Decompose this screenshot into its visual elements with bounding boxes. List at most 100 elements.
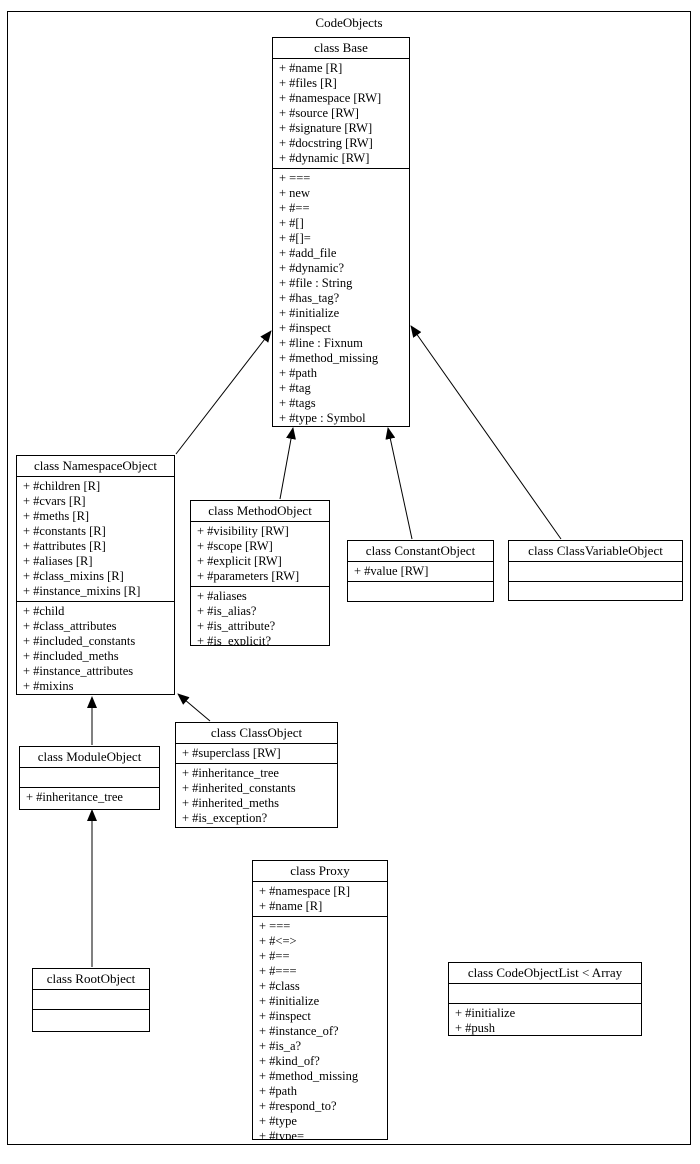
methods-section-classvariableobject — [509, 582, 682, 600]
member-row: + #instance_mixins [R] — [23, 584, 141, 598]
member-row: + #tags — [279, 396, 316, 410]
member-row: + #is_a? — [259, 1039, 302, 1053]
member-row: + #path — [259, 1084, 297, 1098]
member-row: + #file : String — [279, 276, 353, 290]
class-title-classobject: class ClassObject — [176, 723, 337, 744]
member-row: + #meths [R] — [23, 509, 90, 523]
member-row: + #=== — [259, 964, 297, 978]
member-row: + #child — [23, 604, 65, 618]
methods-section-codeobjectlist: + #initialize+ #push — [449, 1004, 641, 1035]
member-row: + #push — [455, 1021, 496, 1035]
class-box-proxy: class Proxy + #namespace [R]+ #name [R] … — [252, 860, 388, 1140]
member-row: + #value [RW] — [354, 564, 429, 578]
member-row: + #is_alias? — [197, 604, 257, 618]
member-row: + #children [R] — [23, 479, 101, 493]
member-row: + #instance_of? — [259, 1024, 339, 1038]
member-row: + #inspect — [259, 1009, 311, 1023]
member-row: + #parameters [RW] — [197, 569, 300, 583]
methods-section-namespaceobject: + #child+ #class_attributes+ #included_c… — [17, 602, 174, 694]
member-row: + #<=> — [259, 934, 297, 948]
class-title-classvariableobject: class ClassVariableObject — [509, 541, 682, 562]
member-row: + #included_meths — [23, 649, 119, 663]
class-box-classvariableobject: class ClassVariableObject — [508, 540, 683, 601]
member-row: + #class_attributes — [23, 619, 117, 633]
member-row: + #has_tag? — [279, 291, 340, 305]
member-row: + #mixins — [23, 679, 74, 693]
attributes-section-codeobjectlist — [449, 984, 641, 1004]
member-row: + #instance_attributes — [23, 664, 134, 678]
class-box-moduleobject: class ModuleObject + #inheritance_tree — [19, 746, 160, 810]
member-row: + #dynamic [RW] — [279, 151, 370, 165]
member-row: + #== — [259, 949, 290, 963]
member-row: + #type : Symbol — [279, 411, 366, 425]
member-row: + #inherited_constants — [182, 781, 296, 795]
class-title-methodobject: class MethodObject — [191, 501, 329, 522]
methods-section-classobject: + #inheritance_tree+ #inherited_constant… — [176, 764, 337, 827]
cluster-frame: CodeObjects — [7, 11, 691, 1145]
member-row: + #== — [279, 201, 310, 215]
class-box-codeobjectlist: class CodeObjectList < Array + #initiali… — [448, 962, 642, 1036]
attributes-section-methodobject: + #visibility [RW]+ #scope [RW]+ #explic… — [191, 522, 329, 587]
class-title-codeobjectlist: class CodeObjectList < Array — [449, 963, 641, 984]
member-row: + #is_attribute? — [197, 619, 276, 633]
member-row: + #type= — [259, 1129, 304, 1140]
member-row: + #line : Fixnum — [279, 336, 363, 350]
member-row: + #files [R] — [279, 76, 337, 90]
class-title-rootobject: class RootObject — [33, 969, 149, 990]
member-row: + #[]= — [279, 231, 311, 245]
member-row: + #[] — [279, 216, 304, 230]
member-row: + #constants [R] — [23, 524, 106, 538]
member-row: + #class — [259, 979, 300, 993]
member-row: + #add_file — [279, 246, 337, 260]
attributes-section-proxy: + #namespace [R]+ #name [R] — [253, 882, 387, 917]
member-row: + #name [R] — [279, 61, 343, 75]
member-row: + #initialize — [455, 1006, 516, 1020]
attributes-section-classvariableobject — [509, 562, 682, 582]
class-box-base: class Base + #name [R]+ #files [R]+ #nam… — [272, 37, 410, 427]
member-row: + #name [R] — [259, 899, 323, 913]
class-box-rootobject: class RootObject — [32, 968, 150, 1032]
methods-section-base: + ===+ new+ #==+ #[]+ #[]=+ #add_file + #… — [273, 169, 409, 426]
class-box-classobject: class ClassObject + #superclass [RW] + #… — [175, 722, 338, 828]
member-row: + #path — [279, 366, 317, 380]
class-title-proxy: class Proxy — [253, 861, 387, 882]
methods-section-rootobject — [33, 1010, 149, 1029]
class-title-base: class Base — [273, 38, 409, 59]
attributes-section-moduleobject — [20, 768, 159, 788]
member-row: + #explicit [RW] — [197, 554, 282, 568]
member-row: + #initialize — [259, 994, 320, 1008]
member-row: + #source [RW] — [279, 106, 359, 120]
member-row: + #signature [RW] — [279, 121, 373, 135]
member-row: + #namespace [RW] — [279, 91, 382, 105]
member-row: + #type — [259, 1114, 297, 1128]
member-row: + #inherited_meths — [182, 796, 279, 810]
member-row: + #scope [RW] — [197, 539, 273, 553]
member-row: + #is_explicit? — [197, 634, 272, 646]
class-box-constantobject: class ConstantObject + #value [RW] — [347, 540, 494, 602]
methods-section-proxy: + ===+ #<=>+ #==+ #===+ #class+ #initial… — [253, 917, 387, 1140]
cluster-title: CodeObjects — [315, 15, 383, 30]
member-row: + new — [279, 186, 310, 200]
member-row: + === — [259, 919, 291, 933]
member-row: + #inheritance_tree — [26, 790, 123, 804]
class-box-namespaceobject: class NamespaceObject + #children [R]+ #… — [16, 455, 175, 695]
member-row: + === — [279, 171, 311, 185]
member-row: + #included_constants — [23, 634, 136, 648]
member-row: + #is_exception? — [182, 811, 268, 825]
member-row: + #aliases [R] — [23, 554, 93, 568]
attributes-section-base: + #name [R]+ #files [R]+ #namespace [RW]… — [273, 59, 409, 169]
member-row: + #aliases — [197, 589, 247, 603]
member-row: + #kind_of? — [259, 1054, 320, 1068]
methods-section-constantobject — [348, 582, 493, 601]
member-row: + #cvars [R] — [23, 494, 86, 508]
member-row: + #initialize — [279, 306, 340, 320]
class-title-namespaceobject: class NamespaceObject — [17, 456, 174, 477]
member-row: + #inheritance_tree — [182, 766, 279, 780]
member-row: + #visibility [RW] — [197, 524, 289, 538]
member-row: + #superclass [RW] — [182, 746, 281, 760]
class-box-methodobject: class MethodObject + #visibility [RW]+ #… — [190, 500, 330, 646]
member-row: + #class_mixins [R] — [23, 569, 124, 583]
member-row: + #docstring [RW] — [279, 136, 373, 150]
attributes-section-constantobject: + #value [RW] — [348, 562, 493, 582]
